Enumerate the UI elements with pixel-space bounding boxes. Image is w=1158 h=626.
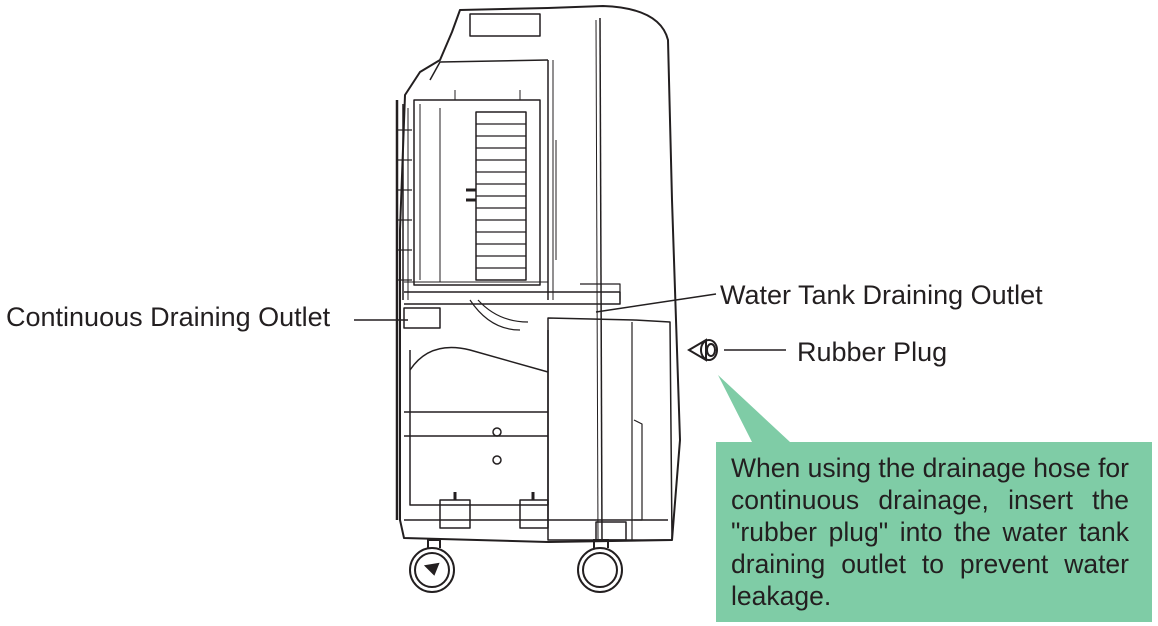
continuous-draining-outlet-label: Continuous Draining Outlet [6, 302, 331, 332]
wheel-right [577, 539, 623, 593]
water-tank-draining-outlet-label: Water Tank Draining Outlet [720, 280, 1043, 310]
leader-water-tank-outlet [595, 293, 717, 313]
dehumidifier-unit [395, 5, 681, 543]
rubber-plug-icon [687, 338, 718, 362]
leader-lines [354, 293, 786, 351]
callout-box [716, 375, 1152, 622]
callout-text: When using the drainage hose for continu… [731, 453, 1129, 611]
wheel-left [409, 539, 455, 593]
rubber-plug-label: Rubber Plug [797, 337, 948, 367]
